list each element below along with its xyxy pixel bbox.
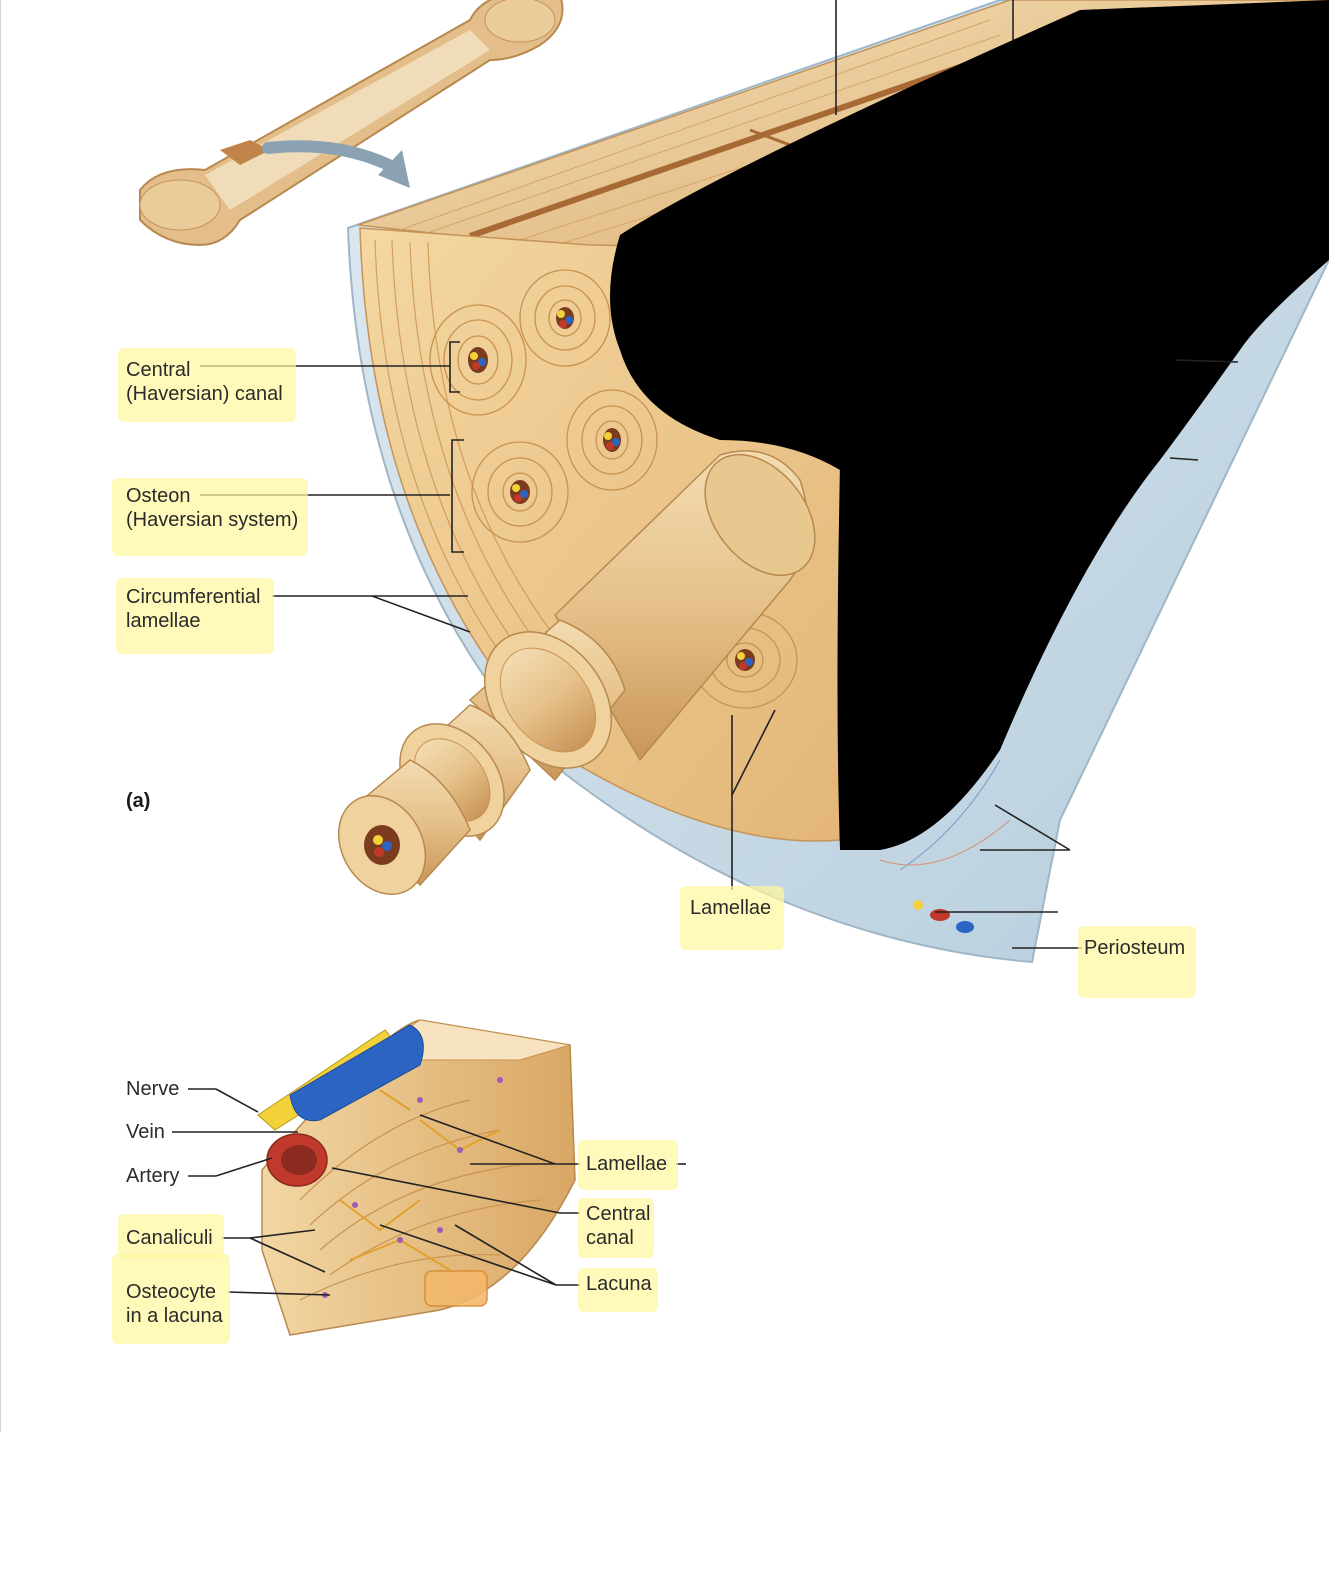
highlight-circumferential: [116, 578, 274, 654]
highlight-osteon: [112, 478, 308, 556]
label-central-canal-line2: (Haversian) canal: [126, 383, 283, 405]
label-central-detail-line1: Central: [586, 1203, 651, 1225]
highlight-lacuna: [578, 1268, 658, 1312]
highlight-lamellae-main: [680, 886, 784, 950]
redaction-blob: [610, 0, 1329, 850]
panel-label-a: (a): [126, 790, 151, 812]
highlight-osteocyte: [112, 1254, 230, 1344]
label-osteocyte-line1: Osteocyte: [126, 1281, 217, 1303]
extended-osteon-tubes: [337, 450, 816, 896]
leader-lines-a: [200, 0, 1239, 949]
label-osteon-line2: (Haversian system): [126, 509, 299, 531]
highlight-central-canal: [118, 348, 296, 422]
long-bone-illustration: [139, 0, 564, 247]
magnify-arrow: [262, 140, 401, 174]
label-artery: Artery: [126, 1165, 180, 1187]
label-central-detail-line2: canal: [586, 1227, 634, 1249]
label-circumferential-line2: lamellae: [126, 610, 201, 632]
highlight-periosteum: [1078, 926, 1196, 998]
page-edge: [0, 0, 1, 1432]
label-osteon-line1: Osteon: [126, 485, 191, 507]
magnify-arrowhead: [378, 150, 410, 188]
label-circumferential-line1: Circumferential: [126, 586, 261, 608]
label-central-canal-line1: Central: [126, 359, 191, 381]
label-osteocyte-line2: in a lacuna: [126, 1305, 223, 1327]
highlight-canaliculi: [118, 1214, 224, 1258]
label-nerve: Nerve: [126, 1078, 180, 1100]
label-vein: Vein: [126, 1121, 165, 1143]
label-lamellae-main: Lamellae: [690, 897, 772, 919]
detail-block: [257, 1019, 576, 1336]
label-lamellae-detail: Lamellae: [586, 1153, 668, 1175]
label-lacuna: Lacuna: [586, 1273, 652, 1295]
leader-lines-b: [172, 1088, 686, 1296]
highlight-lamellae-detail: [578, 1140, 678, 1190]
highlight-central-detail: [578, 1198, 654, 1258]
label-periosteum: Periosteum: [1084, 937, 1186, 959]
label-canaliculi: Canaliculi: [126, 1227, 213, 1249]
osteon-cluster: [429, 269, 798, 709]
